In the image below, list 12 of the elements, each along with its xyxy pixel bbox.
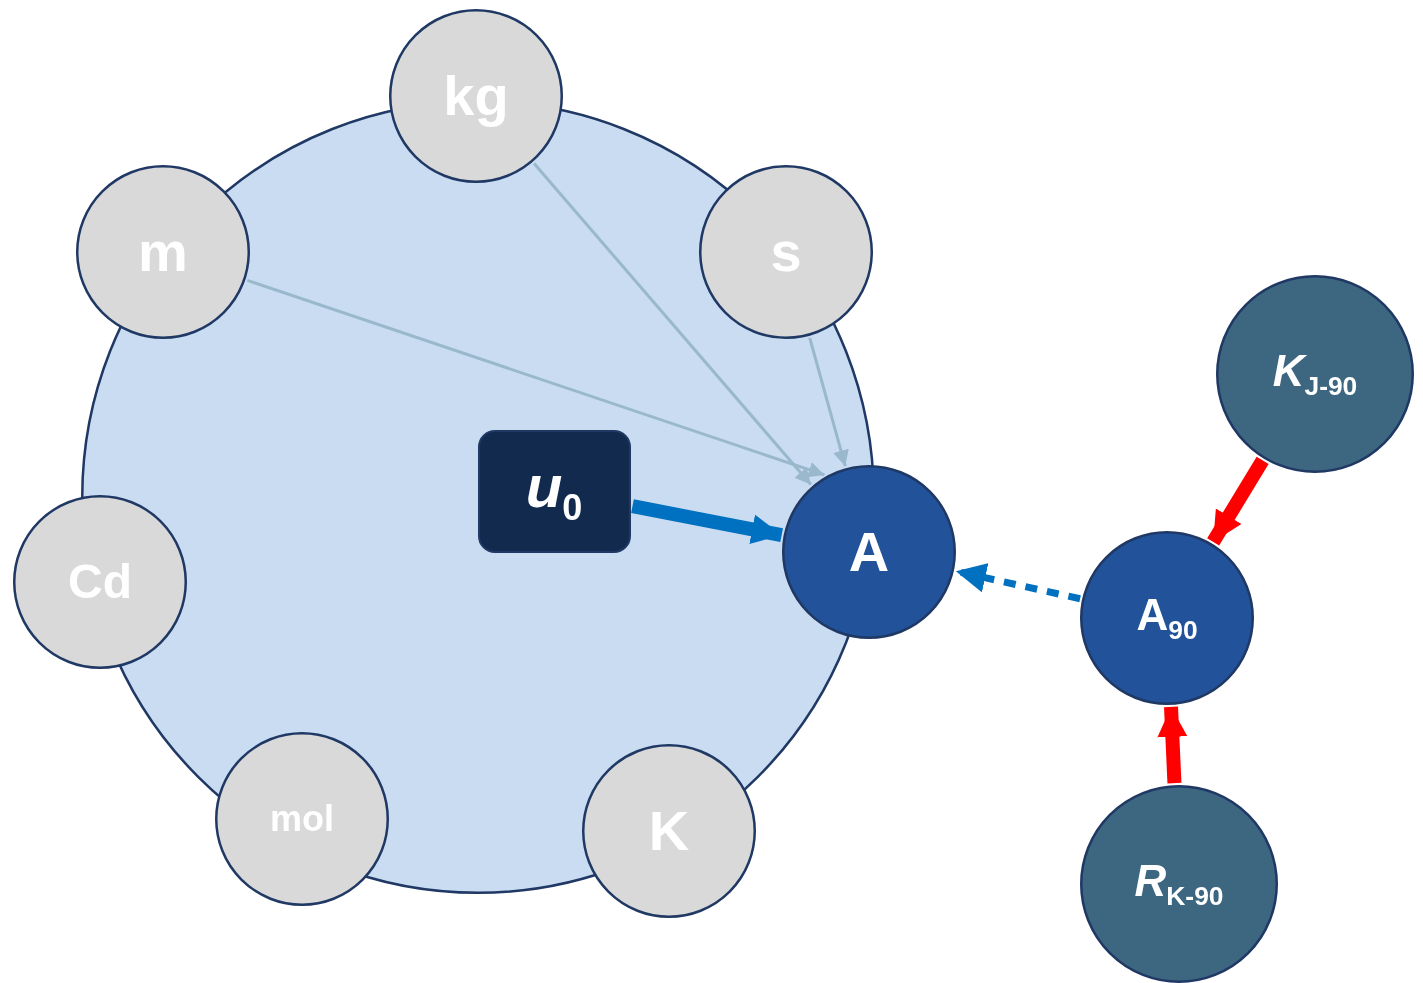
unit-label: K$_{J-90}$	[1272, 348, 1358, 400]
arrow	[808, 337, 849, 467]
unit-label: A	[848, 524, 890, 580]
unit-label: u$_{0}$	[525, 456, 583, 526]
arrow	[246, 279, 825, 478]
arrow	[1207, 456, 1269, 546]
unit-label: A$_{90}$	[1136, 592, 1198, 644]
unit-label: R$_{K-90}$	[1134, 858, 1224, 910]
arrow	[1157, 706, 1188, 784]
arrow	[631, 499, 783, 545]
arrow	[532, 162, 813, 486]
arrow	[955, 563, 1081, 603]
